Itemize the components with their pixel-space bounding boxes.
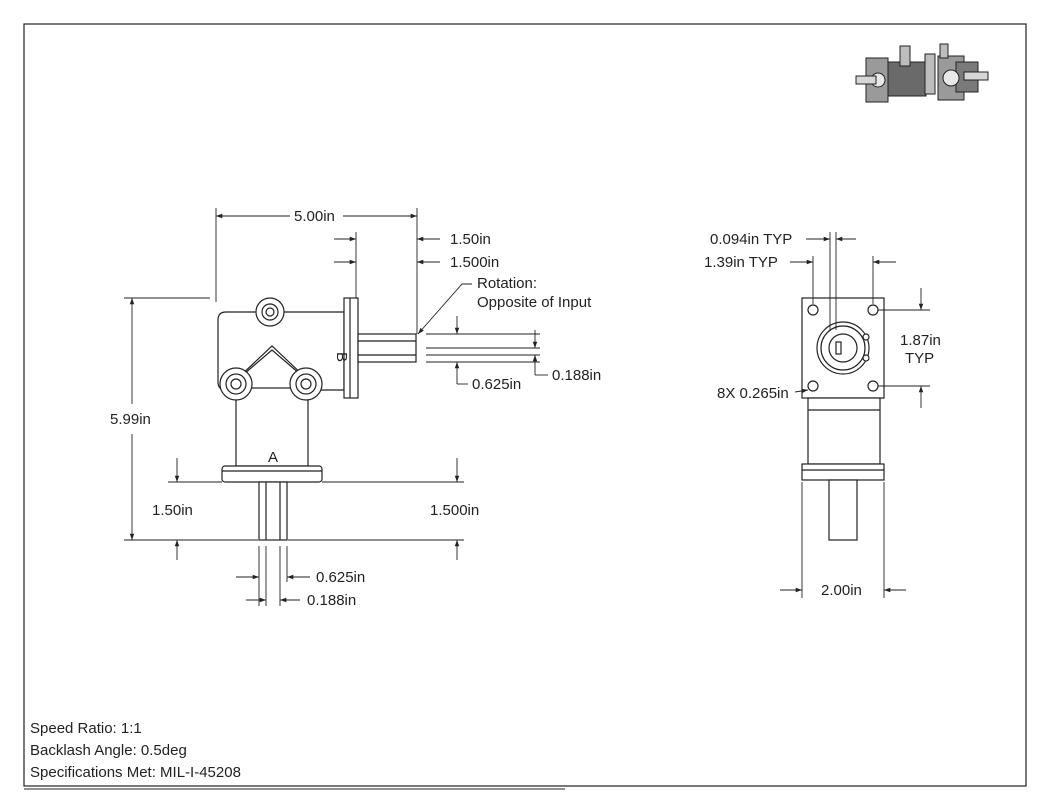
end-view xyxy=(801,297,885,541)
vertical-housing xyxy=(235,387,309,467)
dim-hole-spacing-y: 1.87in xyxy=(900,332,941,349)
rotation-note-line1: Rotation: xyxy=(477,275,537,292)
dim-height: 5.99in xyxy=(110,411,151,428)
spec-notes: Speed Ratio: 1:1 Backlash Angle: 0.5deg … xyxy=(30,718,241,784)
right-flange xyxy=(343,297,359,399)
end-shaft xyxy=(828,479,858,541)
mount-hole xyxy=(807,380,819,392)
dim-shaft-len-left: 1.50in xyxy=(152,502,193,519)
dim-flange-offset: 1.500in xyxy=(450,254,499,271)
isometric-thumbnail xyxy=(855,43,989,103)
end-shaft-circle xyxy=(828,333,858,363)
bottom-flange xyxy=(221,465,323,483)
dim-bottom-shaft-dia: 0.625in xyxy=(316,569,365,586)
side-view xyxy=(217,297,417,541)
dim-hole-count: 8X 0.265in xyxy=(717,385,789,402)
note-specifications: Specifications Met: MIL-I-45208 xyxy=(30,764,241,781)
dim-overall-width: 5.00in xyxy=(294,208,335,225)
note-backlash: Backlash Angle: 0.5deg xyxy=(30,742,187,759)
rotation-note-line2: Opposite of Input xyxy=(477,294,592,311)
mount-hole xyxy=(867,304,879,316)
bottom-shaft xyxy=(258,481,288,541)
end-bottom-flange xyxy=(801,463,885,481)
port-label-b: B xyxy=(333,352,350,362)
dim-bottom-shaft-key: 0.188in xyxy=(307,592,356,609)
port-label-a: A xyxy=(268,449,278,466)
dim-shaft-len-right: 1.500in xyxy=(430,502,479,519)
dim-flange-thickness: 1.50in xyxy=(450,231,491,248)
mount-hole xyxy=(807,304,819,316)
note-speed-ratio: Speed Ratio: 1:1 xyxy=(30,720,142,737)
dim-hole-tolerance: 0.094in TYP xyxy=(710,231,792,248)
dim-end-width: 2.00in xyxy=(821,582,862,599)
dim-right-shaft-dia: 0.625in xyxy=(472,376,521,393)
right-shaft xyxy=(357,333,417,363)
drawing-border xyxy=(23,23,1027,787)
mount-hole xyxy=(867,380,879,392)
dim-right-shaft-key: 0.188in xyxy=(552,367,601,384)
dim-hole-spacing-y-typ: TYP xyxy=(905,350,934,367)
dim-hole-spacing-x: 1.39in TYP xyxy=(704,254,778,271)
